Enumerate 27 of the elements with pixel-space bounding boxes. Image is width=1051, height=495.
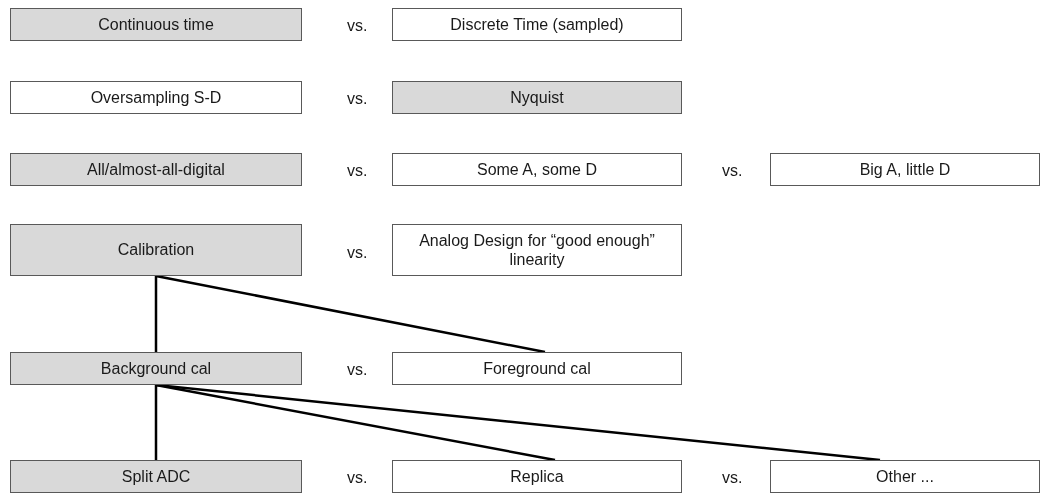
- concept-box: Nyquist: [392, 81, 682, 114]
- concept-box: Foreground cal: [392, 352, 682, 385]
- connector-line: [155, 383, 881, 462]
- concept-box: Oversampling S-D: [10, 81, 302, 114]
- connector-line: [155, 383, 556, 462]
- concept-box: Continuous time: [10, 8, 302, 41]
- connector-line: [154, 385, 158, 460]
- concept-box: Analog Design for “good enough” linearity: [392, 224, 682, 276]
- concept-box: Replica: [392, 460, 682, 493]
- vs-label: vs.: [347, 243, 368, 263]
- concept-box: Background cal: [10, 352, 302, 385]
- concept-box: Big A, little D: [770, 153, 1040, 186]
- concept-box: Other ...: [770, 460, 1040, 493]
- vs-label: vs.: [347, 360, 368, 380]
- connector-line: [155, 274, 546, 354]
- vs-label: vs.: [347, 468, 368, 488]
- concept-box: Discrete Time (sampled): [392, 8, 682, 41]
- concept-box: Calibration: [10, 224, 302, 276]
- concept-box: Some A, some D: [392, 153, 682, 186]
- concept-box: Split ADC: [10, 460, 302, 493]
- vs-label: vs.: [722, 161, 743, 181]
- concept-box: All/almost-all-digital: [10, 153, 302, 186]
- vs-label: vs.: [722, 468, 743, 488]
- vs-label: vs.: [347, 16, 368, 36]
- vs-label: vs.: [347, 161, 368, 181]
- vs-label: vs.: [347, 89, 368, 109]
- connector-line: [154, 276, 158, 352]
